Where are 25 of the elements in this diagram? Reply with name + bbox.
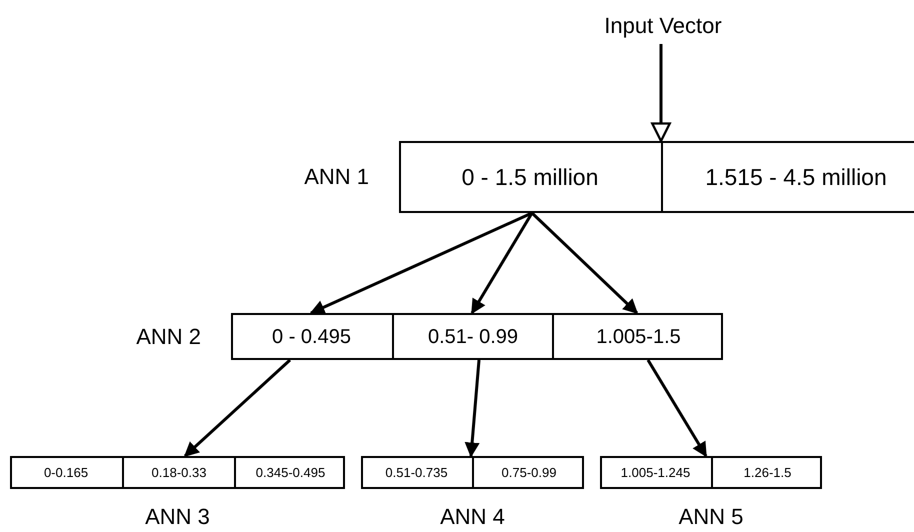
- range-cell: 0 - 1.5 million: [399, 141, 661, 213]
- range-cell: 0 - 0.495: [231, 313, 392, 360]
- range-cell: 0.75-0.99: [472, 456, 584, 489]
- network-label: ANN 1: [304, 166, 369, 188]
- arrow: [651, 44, 671, 142]
- range-cell: 0-0.165: [10, 456, 122, 489]
- arrow: [310, 212, 533, 314]
- range-cell: 1.26-1.5: [711, 456, 822, 489]
- range-cell: 0.18-0.33: [122, 456, 234, 489]
- range-cell: 1.515 - 4.5 million: [661, 141, 914, 213]
- range-cell: 1.005-1.5: [552, 313, 723, 360]
- arrow: [464, 360, 480, 458]
- arrow: [530, 212, 638, 314]
- network-label: ANN 4: [440, 506, 505, 528]
- input-label: Input Vector: [590, 8, 736, 44]
- range-cell: 1.005-1.245: [600, 456, 711, 489]
- arrow: [184, 358, 292, 458]
- range-cell: 0.345-0.495: [234, 456, 345, 489]
- network-label: ANN 5: [678, 506, 744, 528]
- range-cell: 0.51-0.735: [361, 456, 472, 489]
- arrow: [470, 212, 534, 314]
- network-label: ANN 3: [145, 506, 210, 528]
- range-cell: 0.51- 0.99: [392, 313, 552, 360]
- network-label: ANN 2: [136, 326, 201, 348]
- arrow: [646, 359, 708, 458]
